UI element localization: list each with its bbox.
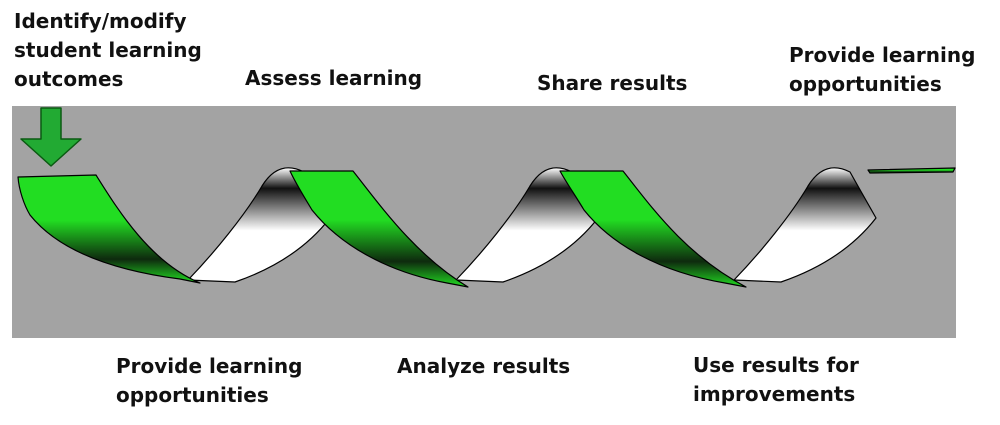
- ribbon-front-face-1: [17, 174, 201, 284]
- label-share-results: Share results: [537, 71, 688, 95]
- ribbon-front-face-3: [559, 170, 747, 288]
- ribbon-back-faces: [187, 167, 877, 283]
- label-provide-learning-opportunities-top: Provide learning opportunities: [789, 43, 976, 96]
- ribbon-back-face-3: [733, 167, 877, 283]
- down-arrow-icon: [20, 107, 82, 167]
- ribbon-front-face-2: [289, 170, 469, 288]
- label-analyze-results: Analyze results: [397, 354, 571, 378]
- label-use-results-for-improvements: Use results for improvements: [693, 353, 859, 406]
- ribbon-front-faces: [17, 167, 956, 288]
- label-provide-learning-opportunities-bottom: Provide learning opportunities: [116, 354, 303, 407]
- label-identify-modify-outcomes: Identify/modify student learning outcome…: [14, 9, 202, 91]
- ribbon-back-face-1: [187, 167, 331, 283]
- label-assess-learning: Assess learning: [245, 66, 423, 90]
- ribbon-back-face-2: [455, 167, 599, 283]
- ribbon-front-face-end: [867, 167, 956, 174]
